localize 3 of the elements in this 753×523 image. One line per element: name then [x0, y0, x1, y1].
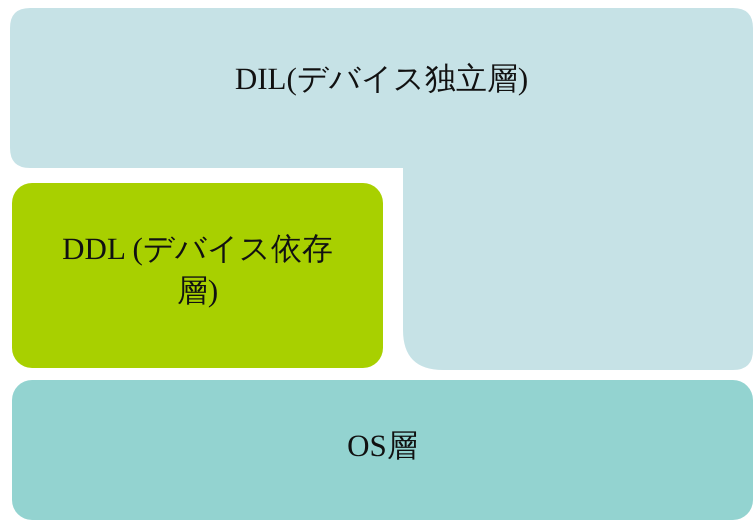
- layer-label: OS層: [346, 427, 419, 465]
- layer-label: DIL(デバイス独立層): [234, 60, 530, 98]
- layer-label: DDL (デバイス依存層): [62, 230, 333, 310]
